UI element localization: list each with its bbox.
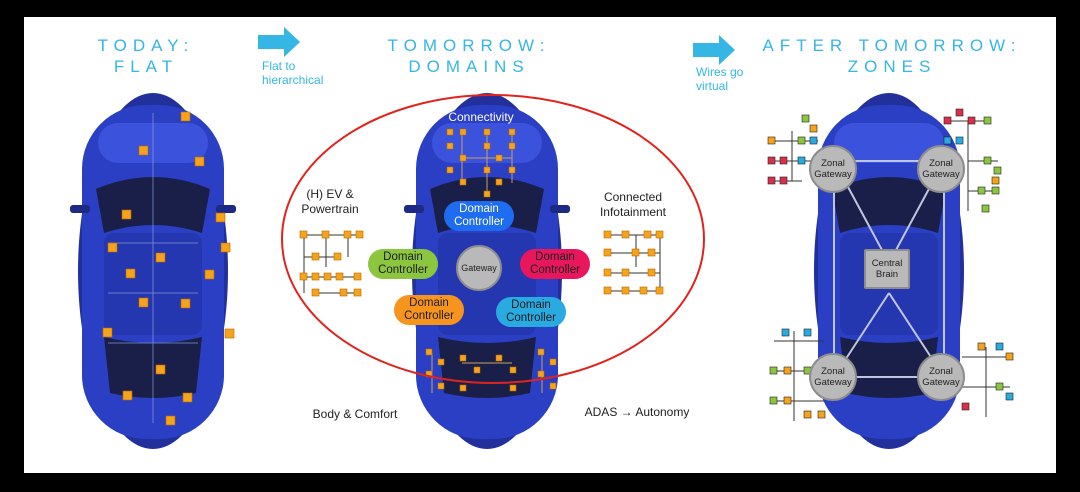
transition-1-line2: hierarchical bbox=[262, 73, 324, 87]
infotainment-node-tree bbox=[603, 230, 664, 295]
ev-label-line2: Powertrain bbox=[301, 202, 359, 216]
heading-tomorrow-line1: TOMORROW: bbox=[387, 36, 551, 55]
domains-outline bbox=[281, 94, 705, 384]
controller-4-line2: Controller bbox=[404, 310, 454, 322]
zonal-gateway-rr-line1: Zonal bbox=[929, 366, 953, 377]
connectivity-label: Connectivity bbox=[448, 110, 514, 124]
controller-1-line1: Domain bbox=[459, 203, 499, 215]
heading-after-line2: ZONES bbox=[847, 57, 937, 76]
zonal-gateway-rr-line2: Gateway bbox=[922, 377, 960, 388]
zone-node-tree-front-right bbox=[943, 108, 1002, 213]
zonal-gateway-fl-line2: Gateway bbox=[814, 169, 852, 180]
arrow-right-icon bbox=[693, 35, 735, 65]
transition-2-line2: virtual bbox=[696, 79, 729, 93]
infotainment-label-line1: Connected bbox=[603, 190, 663, 204]
controller-2-line1: Domain bbox=[383, 251, 423, 263]
controller-4-line1: Domain bbox=[409, 297, 449, 309]
controller-3-line2: Controller bbox=[530, 264, 580, 276]
zone-node-tree-front-left bbox=[767, 114, 818, 185]
heading-tomorrow-line2: DOMAINS bbox=[408, 57, 530, 76]
ev-powertrain-label: (H) EV & Powertrain bbox=[290, 187, 370, 217]
central-brain-line1: Central bbox=[871, 258, 903, 269]
controller-5-line2: Controller bbox=[506, 312, 556, 324]
heading-after-tomorrow: AFTER TOMORROW: ZONES bbox=[752, 35, 1032, 77]
controller-1-line2: Controller bbox=[454, 216, 504, 228]
arrow-right-icon bbox=[258, 27, 300, 57]
central-brain-line2: Brain bbox=[875, 269, 899, 280]
infotainment-label: Connected Infotainment bbox=[588, 190, 678, 220]
transition-note-1: Flat to hierarchical bbox=[262, 59, 323, 87]
zonal-gateway-rl-line1: Zonal bbox=[821, 366, 845, 377]
transition-2-line1: Wires go bbox=[696, 65, 744, 79]
heading-tomorrow: TOMORROW: DOMAINS bbox=[379, 35, 559, 77]
heading-after-line1: AFTER TOMORROW: bbox=[762, 36, 1022, 55]
zonal-gateway-fr-line2: Gateway bbox=[922, 169, 960, 180]
transition-1-line1: Flat to bbox=[262, 59, 296, 73]
zonal-gateway-rl-line2: Gateway bbox=[814, 377, 852, 388]
body-comfort-label: Body & Comfort bbox=[312, 407, 398, 421]
car-flat bbox=[70, 93, 236, 449]
ev-node-tree bbox=[299, 230, 364, 297]
infotainment-label-line2: Infotainment bbox=[599, 205, 667, 219]
controller-2-line2: Controller bbox=[378, 264, 428, 276]
adas-label: ADAS → Autonomy bbox=[584, 405, 690, 419]
controller-5-line1: Domain bbox=[511, 299, 551, 311]
zonal-gateway-fl-line1: Zonal bbox=[821, 158, 845, 169]
heading-today: TODAY: FLAT bbox=[86, 35, 206, 77]
heading-today-line1: TODAY: bbox=[97, 36, 195, 55]
heading-today-line2: FLAT bbox=[113, 57, 179, 76]
gateway-node: Gateway bbox=[456, 245, 502, 291]
transition-note-2: Wires go virtual bbox=[696, 65, 743, 93]
controller-3-line1: Domain bbox=[535, 251, 575, 263]
ev-label-line1: (H) EV & bbox=[306, 187, 354, 201]
zonal-gateway-fr-line1: Zonal bbox=[929, 158, 953, 169]
slide: TODAY: FLAT TOMORROW: DOMAINS AFTER TOMO… bbox=[24, 17, 1056, 473]
zone-node-tree-rear-right bbox=[961, 342, 1014, 417]
